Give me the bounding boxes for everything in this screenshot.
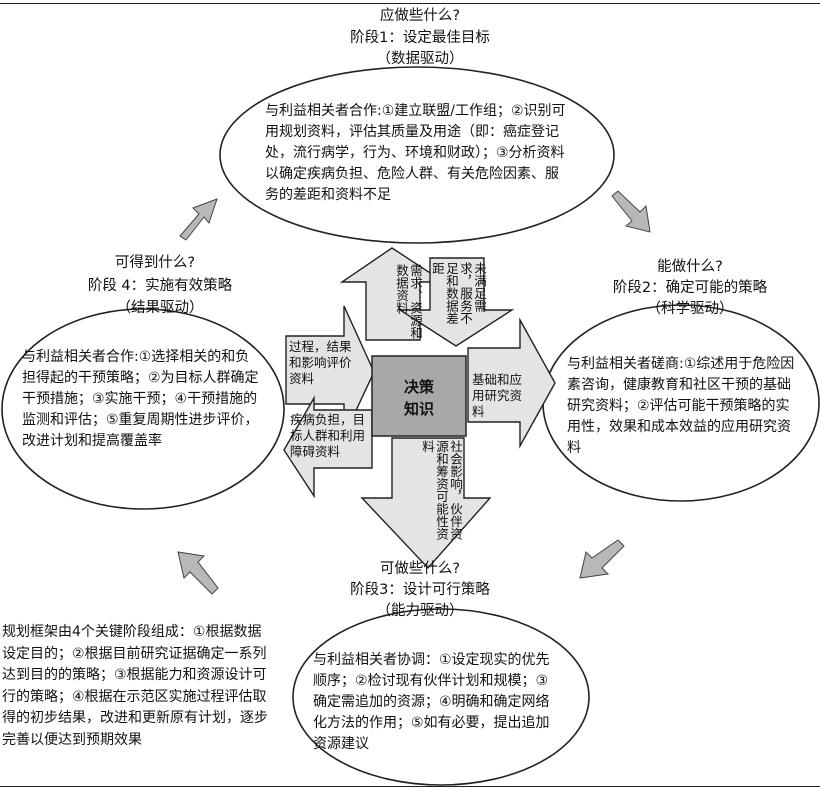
stage4-ellipse — [1, 308, 285, 510]
center-label-line2: 知识 — [403, 400, 434, 418]
stage1-content: 与利益相关者合作:①建立联盟/工作组；②识别可用规划资料，评估其质量及用途（即：… — [265, 103, 566, 203]
top-rule — [0, 3, 820, 4]
stage4-question: 可得到什么? — [114, 255, 196, 271]
arrow-down-gaps — [397, 257, 515, 347]
stage3-ellipse — [292, 608, 590, 786]
stage2-question: 能做什么? — [657, 259, 723, 275]
arrow-down-gaps-label: 未满足需求，服务不足和数据差距 — [430, 262, 487, 325]
stage3-question: 可做些什么? — [379, 561, 461, 577]
cycle-arrow-to-stage3 — [579, 539, 625, 579]
stage2-title: 阶段2：确定可能的策略 — [612, 280, 768, 296]
stage1-driver: （数据驱动） — [376, 51, 464, 67]
cycle-arrow-to-stage1 — [179, 198, 218, 241]
arrow-right-evaluation-label: 过程，结果和影响评价资料 — [289, 339, 352, 386]
stage1-question: 应做些什么? — [379, 8, 461, 24]
bottom-rule — [0, 786, 820, 787]
stage3-title: 阶段3：设计可行策略 — [350, 582, 490, 598]
arrow-down-resources — [360, 437, 492, 570]
stage4-content: 与利益相关者合作:①选择相关的和负担得起的干预策略；②为目标人群确定干预措施；③… — [22, 349, 259, 449]
stage3-driver: （能力驱动） — [376, 603, 464, 619]
stage1-ellipse — [219, 66, 615, 244]
arrow-down-resources-label: 社会影响，伙伴资源和筹资可能性资料 — [420, 440, 463, 540]
stage4-title: 阶段 4：实施有效策略 — [87, 278, 233, 294]
stage2-driver: （科学驱动） — [646, 301, 734, 317]
cycle-arrow-to-stage2 — [611, 190, 651, 233]
arrow-left-burden — [283, 395, 373, 499]
arrow-right-evaluation — [285, 305, 375, 437]
stage3-content: 与利益相关者协调：①设定现实的优先顺序；②检讨现有伙伴计划和规模；③确定需追加的… — [313, 652, 550, 752]
arrow-right-research-label: 基础和应用研究资料 — [472, 372, 523, 419]
cycle-arrow-to-stage4 — [177, 551, 219, 595]
center-label-line1: 决策 — [403, 378, 434, 396]
framework-note: 规划框架由4个关键阶段组成：①根据数据设定目的；②根据目前研究证据确定一系列达到… — [2, 624, 268, 748]
arrow-left-burden-label: 疾病负担，目标人群和利用障碍资料 — [290, 412, 366, 459]
stage4-driver: （结果驱动） — [116, 300, 204, 316]
stage2-content: 与利益相关者磋商:①综述用于危险因素咨询，健康教育和社区干预的基础研究资料；②评… — [567, 356, 795, 456]
arrow-right-research — [467, 317, 556, 449]
arrow-up-needs-label: 需求、资源和数据资料 — [394, 264, 423, 339]
stage1-title: 阶段1：设定最佳目标 — [350, 30, 490, 46]
center-box — [371, 355, 467, 437]
